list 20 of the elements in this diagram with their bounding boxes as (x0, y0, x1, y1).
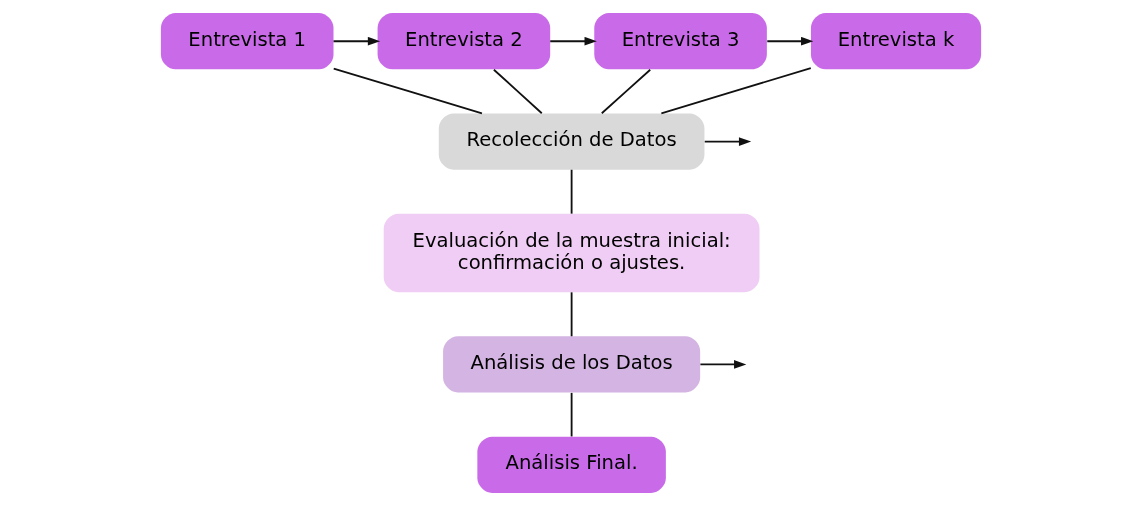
arrow (549, 36, 597, 46)
node-box: Entrevista 3 (594, 13, 767, 70)
connector (600, 68, 652, 115)
connector (570, 391, 573, 438)
node-box: Entrevista 2 (377, 13, 551, 70)
arrow (766, 36, 814, 46)
arrow (699, 360, 747, 369)
node-box: Entrevista 1 (160, 13, 334, 70)
connector (570, 291, 573, 338)
connector (492, 68, 543, 115)
node-box: Recolección de Datos (438, 113, 705, 170)
arrow (332, 36, 381, 46)
connector (332, 67, 483, 115)
arrow (703, 137, 752, 146)
node-box: Análisis Final. (477, 436, 666, 493)
connector (660, 67, 812, 115)
node-box: Evaluación de la muestra inicial: confirmación o ajustes. (383, 213, 760, 293)
connector (570, 168, 573, 215)
node-box: Entrevista k (810, 13, 982, 70)
node-box: Análisis de los Datos (443, 336, 701, 393)
